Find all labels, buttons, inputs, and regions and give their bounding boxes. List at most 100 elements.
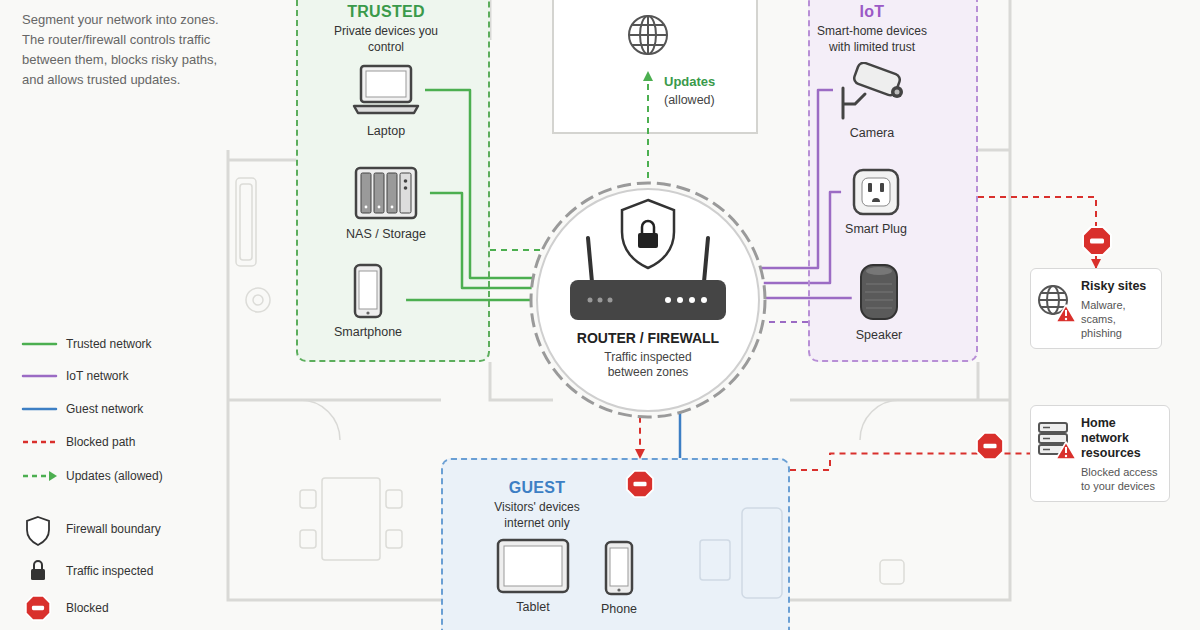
zone-panel: GUEST Visitors' devices internet onlyTabl…: [441, 458, 790, 630]
drawing-part: [854, 170, 898, 214]
drawing-part: [356, 168, 416, 218]
node-title: Tablet: [516, 600, 549, 615]
drawing-part: [354, 106, 418, 113]
internet-globe: [629, 16, 667, 54]
drawing-part: [31, 569, 45, 580]
guest-furniture: [700, 508, 782, 598]
node-title: Laptop: [367, 124, 405, 139]
drawing-part: [629, 16, 667, 54]
drawing-part: [374, 173, 384, 213]
legend-text: Blocked: [66, 600, 109, 616]
drawing-part: [300, 400, 340, 440]
drawing-part: [386, 490, 402, 508]
zone-panel: IoT Smart-home devices with limited trust…: [808, 0, 978, 362]
drawing-part: [689, 297, 695, 303]
drawing-part: [253, 295, 263, 305]
drawing-part: [361, 66, 411, 102]
network-link: [761, 90, 833, 268]
drawing-part: [1036, 420, 1078, 462]
drawing-part: [404, 179, 408, 183]
device-icon: [353, 165, 419, 221]
device-node: Phone: [597, 540, 641, 617]
drawing-part: [23, 343, 56, 346]
drawing-part: [404, 186, 408, 190]
device-node: Tablet: [492, 538, 574, 615]
drawing-part: [365, 206, 368, 209]
drawing-part: [742, 508, 782, 598]
drawing-part: [700, 540, 730, 580]
node-text: Visitors' devices internet only: [481, 499, 593, 531]
node-title: Camera: [850, 126, 894, 141]
device-icon: [837, 62, 907, 120]
drawing-part: [588, 238, 708, 282]
drawing-part: [608, 298, 613, 303]
node-title: IoT: [860, 2, 885, 21]
drawing-part: [300, 490, 316, 508]
router-circle: ROUTER / FIREWALLTraffic inspected betwe…: [528, 180, 768, 420]
node-title: Home network resources: [1081, 416, 1163, 461]
info-box: Risky sitesMalware, scams, phishing: [1030, 268, 1162, 349]
drawing-part: [1065, 318, 1067, 320]
drawing-part: [322, 478, 380, 560]
drawing-part: [868, 183, 872, 192]
node-title: NAS / Storage: [346, 227, 426, 242]
drawing-part: [228, 399, 441, 402]
drawing-part: [378, 206, 381, 209]
drawing-part: [617, 588, 620, 591]
node-text: Private devices you control: [330, 23, 442, 55]
network-link: [764, 192, 841, 283]
drawing-part: [366, 311, 369, 314]
network-link: [679, 413, 682, 458]
edge-note: Updates: [664, 74, 715, 89]
drawing-part: [629, 16, 667, 54]
drawing-part: [865, 284, 893, 308]
drawing-part: [860, 400, 900, 440]
drawing-part: [531, 183, 765, 417]
legend-text: Traffic inspected: [66, 563, 153, 579]
drawing-part: [1065, 310, 1067, 316]
drawing-part: [351, 62, 421, 118]
node-title: Risky sites: [1081, 279, 1155, 294]
node-title: Smart Plug: [845, 222, 907, 237]
node-text: Smart-home devices with limited trust: [810, 23, 934, 55]
drawing-part: [610, 548, 628, 586]
drawing-part: [638, 233, 658, 248]
drawing-part: [353, 165, 419, 221]
node-title: GUEST: [509, 478, 566, 497]
device-icon: [352, 263, 384, 319]
legend-text: Updates (allowed): [66, 468, 163, 484]
device-node: Laptop: [347, 62, 425, 139]
drawing-part: [34, 561, 42, 569]
node-text: Malware, scams, phishing: [1081, 298, 1155, 340]
drawing-part: [598, 298, 603, 303]
caption-text: Segment your network into zones. The rou…: [22, 10, 240, 90]
drawing-part: [977, 362, 980, 400]
drawing-part: [27, 517, 49, 545]
drawing-part: [23, 408, 56, 411]
drawing-part: [23, 375, 56, 378]
network-link: [406, 299, 531, 302]
device-icon: [856, 262, 902, 322]
drawing-part: [665, 297, 671, 303]
stop-sign: [1083, 227, 1111, 255]
device-node: Speaker: [852, 262, 907, 343]
internet-room: [553, 0, 757, 133]
device-icon: [603, 540, 635, 596]
node-title: Phone: [601, 602, 637, 617]
network-link: [430, 193, 532, 288]
network-link: [639, 417, 641, 458]
drawing-part: [528, 180, 768, 420]
device-node: Smartphone: [330, 263, 406, 340]
guest-zone-fill: [441, 458, 790, 630]
drawing-part: [1056, 442, 1076, 459]
node-text: Blocked access to your devices: [1081, 465, 1163, 493]
updates-arrow: [647, 72, 649, 178]
node-title: Smartphone: [334, 325, 402, 340]
drawing-part: [895, 90, 900, 95]
drawing-part: [1065, 447, 1067, 453]
drawing-part: [642, 221, 654, 233]
device-icon: [852, 168, 900, 216]
drawing-part: [366, 71, 406, 97]
drawing-part: [496, 538, 570, 594]
